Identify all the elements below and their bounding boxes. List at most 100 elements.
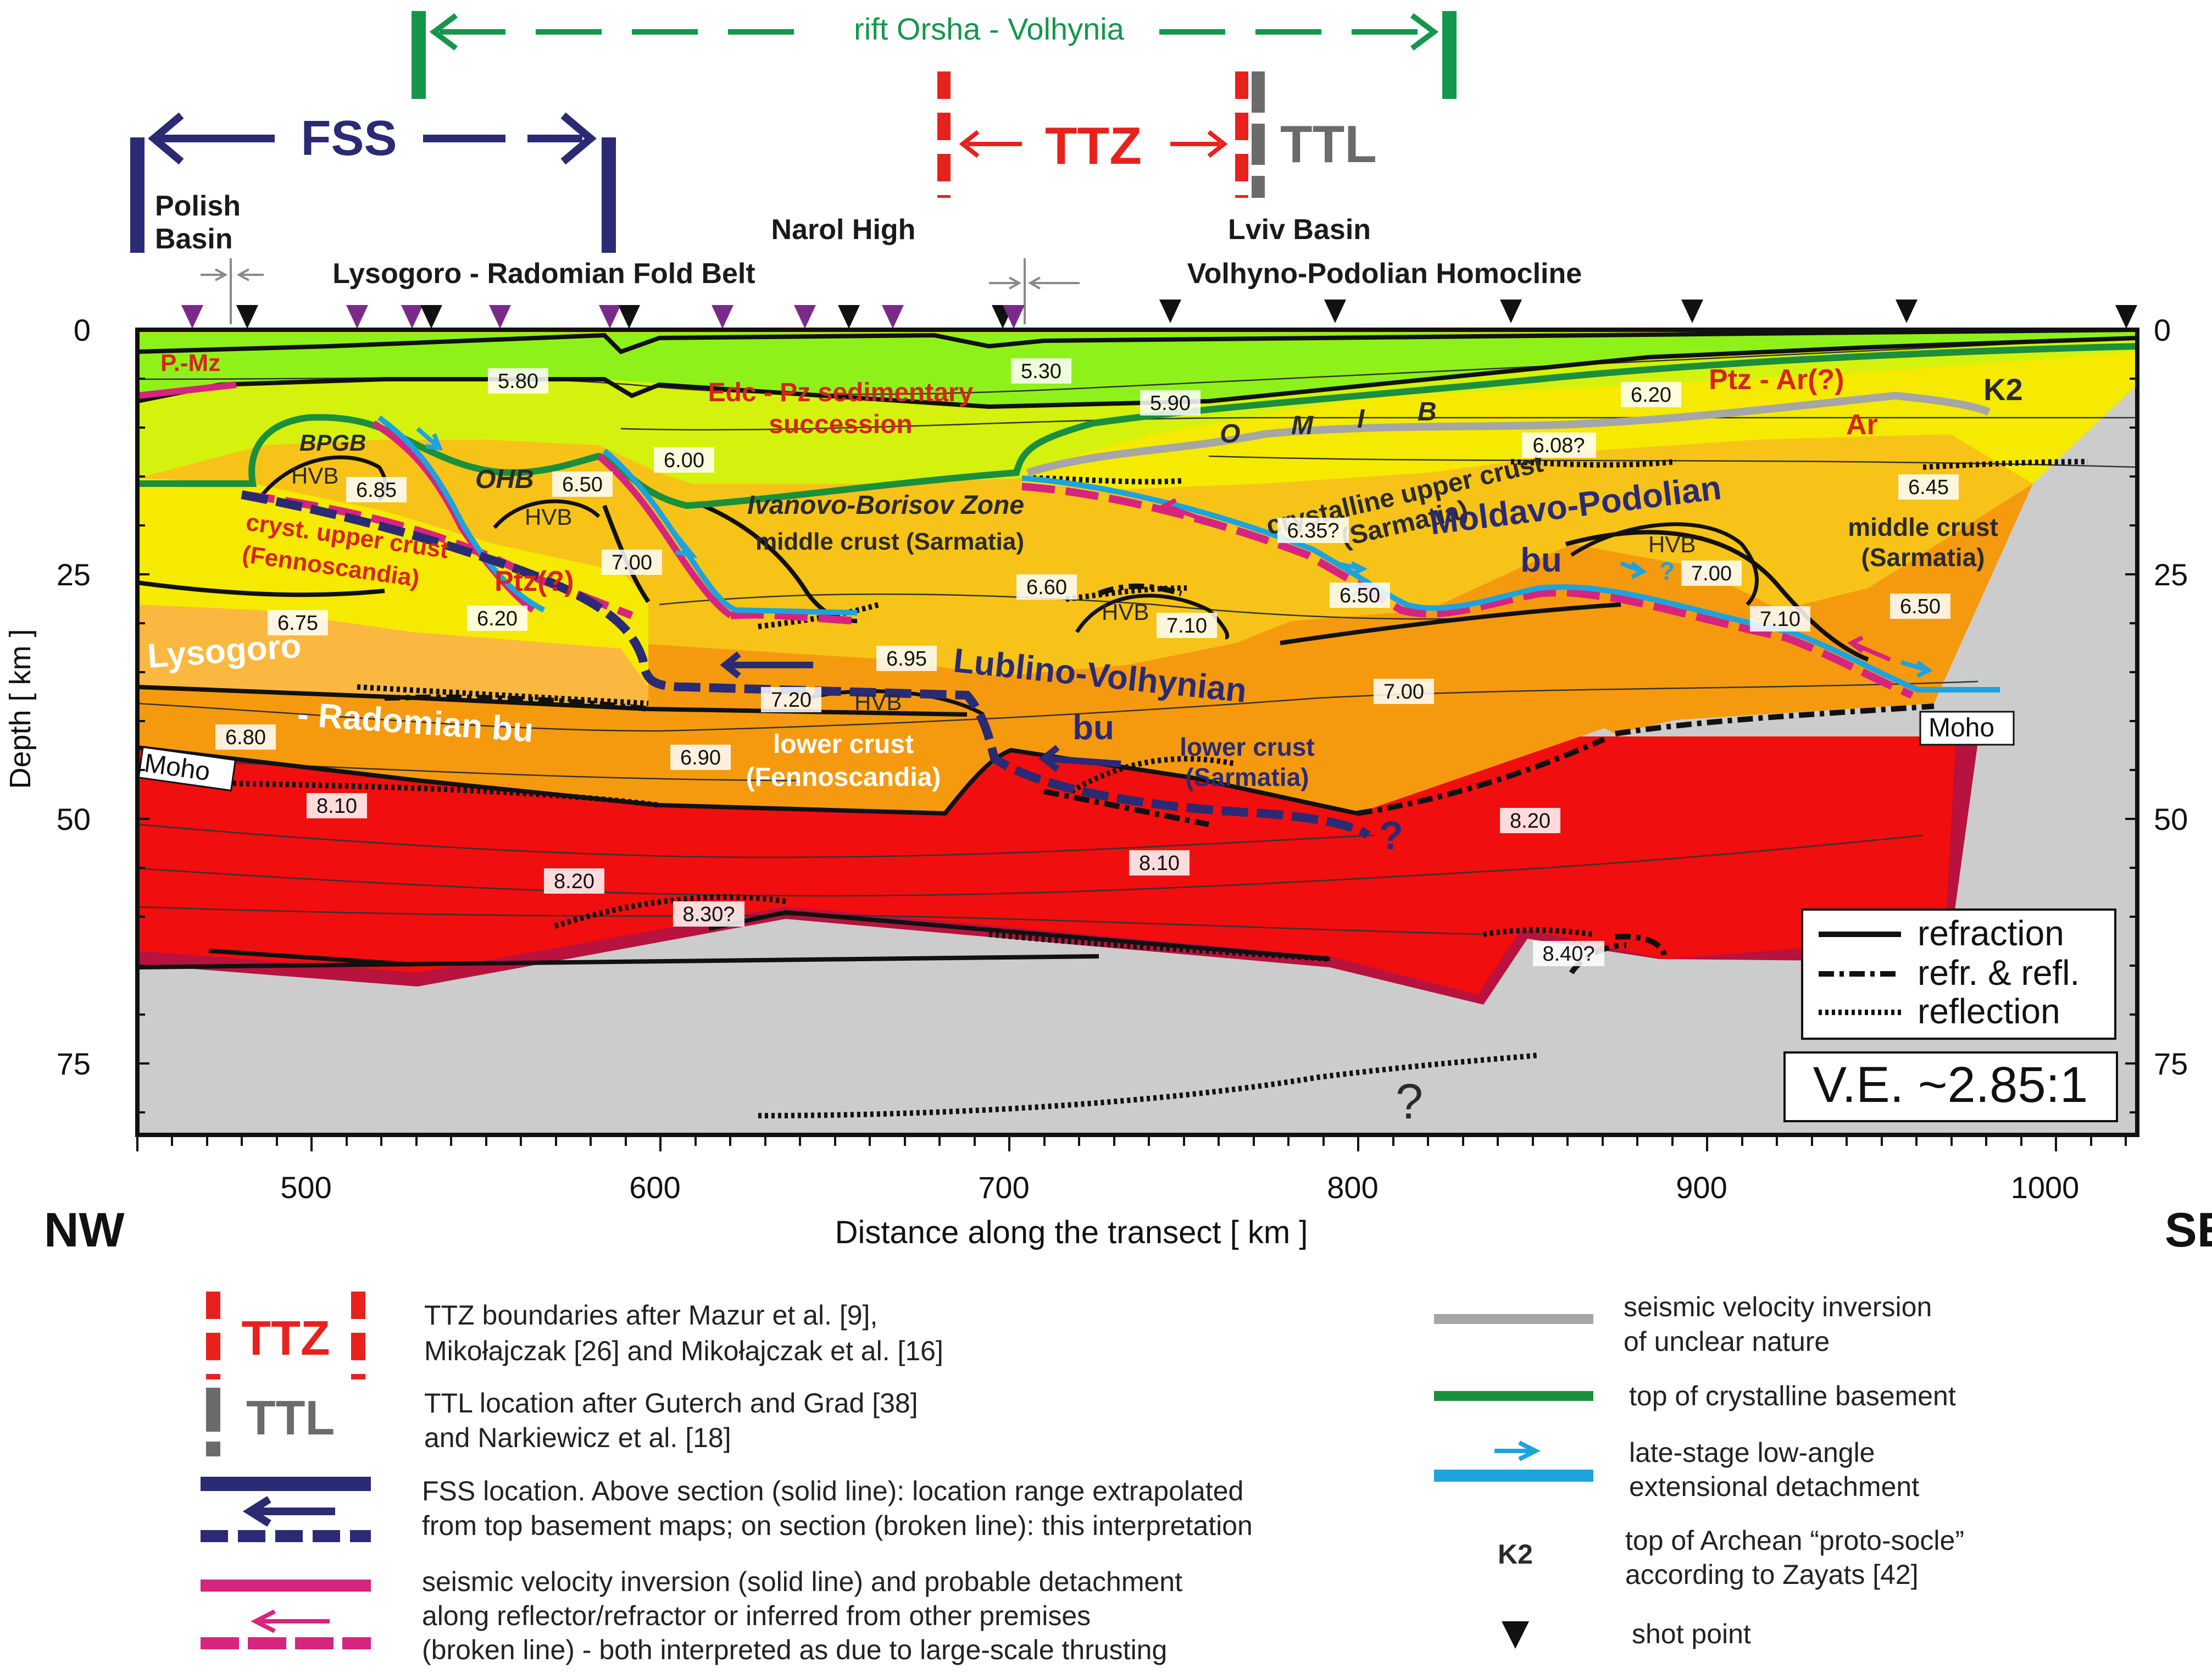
legend-inversion-line2: along reflector/refractor or inferred fr… [422,1600,1091,1631]
svg-text:7.00: 7.00 [1383,680,1424,703]
inset-refraction: refraction [1918,913,2064,953]
legend-fss-line1: FSS location. Above section (solid line)… [422,1476,1243,1506]
velocity-label: 6.80 [215,724,276,750]
legend-k2-symbol: K2 [1498,1539,1533,1570]
edc-label-1: Edc - Pz sedimentary [708,378,974,407]
x-tick-500: 500 [280,1170,331,1205]
velocity-label: 8.10 [307,793,367,818]
velocity-label: 7.00 [1681,561,1742,586]
omib-b: B [1418,397,1437,426]
shot-point-icon [346,305,368,329]
velocity-labels: 5.80 5.30 5.90 6.20 6.00 6.08? 6.45 6.85… [215,358,1959,966]
omib-o: O [1220,419,1240,448]
rift-label: rift Orsha - Volhynia [854,12,1125,46]
x-tick-1000: 1000 [2011,1170,2080,1205]
velocity-label: 6.50 [552,472,613,497]
velocity-label: 6.60 [1016,574,1077,600]
legend-unclear-line2: of unclear nature [1624,1326,1830,1357]
shot-point-icon [838,305,860,329]
middle-crust-right-2: (Sarmatia) [1861,543,1985,572]
velocity-label: 6.50 [1330,583,1390,608]
moldavo-label-2: bu [1520,541,1562,579]
y-tick-right-50: 50 [2154,802,2188,836]
cyan-question-2: ? [1659,557,1675,585]
lviv-basin-label: Lviv Basin [1228,214,1371,246]
se-label: SE [2165,1203,2212,1257]
x-axis: 500 600 700 800 900 1000 Distance along … [44,1135,2212,1257]
legend-ttz-symbol-text: TTZ [241,1311,330,1365]
velocity-label: 6.90 [670,745,731,770]
shot-point-icon [1324,300,1346,323]
plot-frame [135,328,2139,1137]
legend-unclear: seismic velocity inversion of unclear na… [1434,1292,1932,1357]
omib-i: I [1357,404,1365,434]
svg-text:8.20: 8.20 [554,870,594,893]
lysogoro-belt-label: Lysogoro - Radomian Fold Belt [332,258,755,290]
velocity-label: 6.50 [1890,594,1950,619]
legend-k2: K2 top of Archean “proto-socle” accordin… [1498,1525,1964,1590]
svg-text:8.40?: 8.40? [1542,943,1594,966]
velocity-label: 7.10 [1157,613,1217,638]
legend-ttz-line2: Mikołajczak [26] and Mikołajczak et al. … [424,1336,943,1366]
svg-text:6.80: 6.80 [225,726,266,749]
ttz-label: TTZ [1045,117,1142,175]
velocity-label: 6.95 [876,646,937,671]
ar-label: Ar [1846,409,1878,441]
sediment-green-region [137,333,2137,407]
legend-shot-text: shot point [1632,1619,1751,1649]
shot-point-icon [1681,300,1703,323]
y-tick-0: 0 [74,313,91,347]
velocity-label: 8.30? [673,901,744,927]
legend-fss: FSS location. Above section (solid line)… [201,1476,1253,1542]
velocity-label: 5.30 [1011,358,1071,384]
legend-ttl-line2: and Narkiewicz et al. [18] [424,1422,731,1453]
shot-point-icon [794,305,816,329]
nw-label: NW [44,1203,125,1257]
legend-inversion-line3: (broken line) - both interpreted as due … [422,1634,1167,1665]
velocity-label: 5.90 [1140,390,1201,415]
svg-text:6.50: 6.50 [1900,595,1941,618]
upper-mantle-region [137,736,1956,995]
legend-ttl: TTL TTL location after Guterch and Grad … [206,1388,918,1456]
ohb-label: OHB [475,465,534,494]
svg-text:6.35?: 6.35? [1287,519,1339,542]
shot-point-icon [236,305,258,329]
reflection-boundaries [219,459,2088,1118]
svg-text:8.30?: 8.30? [682,903,735,926]
hvb-label-2: HVB [525,504,572,530]
lower-sarm-1: lower crust [1180,733,1314,761]
fss-section-arrows [720,651,1121,772]
cryst-upper-fenno-region [137,478,648,687]
velocity-label: 6.85 [346,477,407,502]
inversion-arrows [1160,498,1891,662]
lower-fenno-1: lower crust [773,730,914,759]
legend-fss-line2: from top basement maps; on section (brok… [422,1510,1253,1541]
velocity-label: 7.20 [761,687,821,712]
x-tick-900: 900 [1676,1170,1727,1205]
sediment-yellowgreen-region [137,338,2137,484]
svg-text:7.00: 7.00 [1691,562,1732,585]
fss-section-line [241,490,1371,839]
hvb-label-4: HVB [1648,531,1696,557]
svg-text:6.85: 6.85 [356,479,397,502]
inset-legend: refraction refr. & refl. reflection [1801,908,2116,1040]
detachment-arrows [416,426,1933,678]
cross-section-plot: P.-Mz Edc - Pz sedimentary succession Pt… [4,300,2212,1257]
moho-label-right: Moho [1919,711,2015,746]
middle-crust-sarm-label: middle crust (Sarmatia) [755,528,1024,555]
narol-high-label: Narol High [771,214,916,246]
bpgb-label: BPGB [299,430,366,456]
x-axis-title: Distance along the transect [ km ] [835,1215,1308,1250]
legend-inversion-line1: seismic velocity inversion (solid line) … [422,1566,1182,1597]
y-axis-right: 0 25 50 75 [2125,313,2188,1113]
vertical-exaggeration-box: V.E. ~2.85:1 [1783,1051,2118,1122]
polish-basin-label-2: Basin [155,223,233,255]
x-tick-700: 700 [978,1170,1029,1205]
shot-point-icon [1896,300,1918,323]
velocity-label: 6.00 [654,447,714,473]
fss-label: FSS [301,111,397,166]
lower-fenno-2: (Fennoscandia) [746,763,941,792]
legend-detachment: late-stage low-angle extensional detachm… [1434,1437,1919,1502]
hvb-label-5: HVB [854,689,902,715]
